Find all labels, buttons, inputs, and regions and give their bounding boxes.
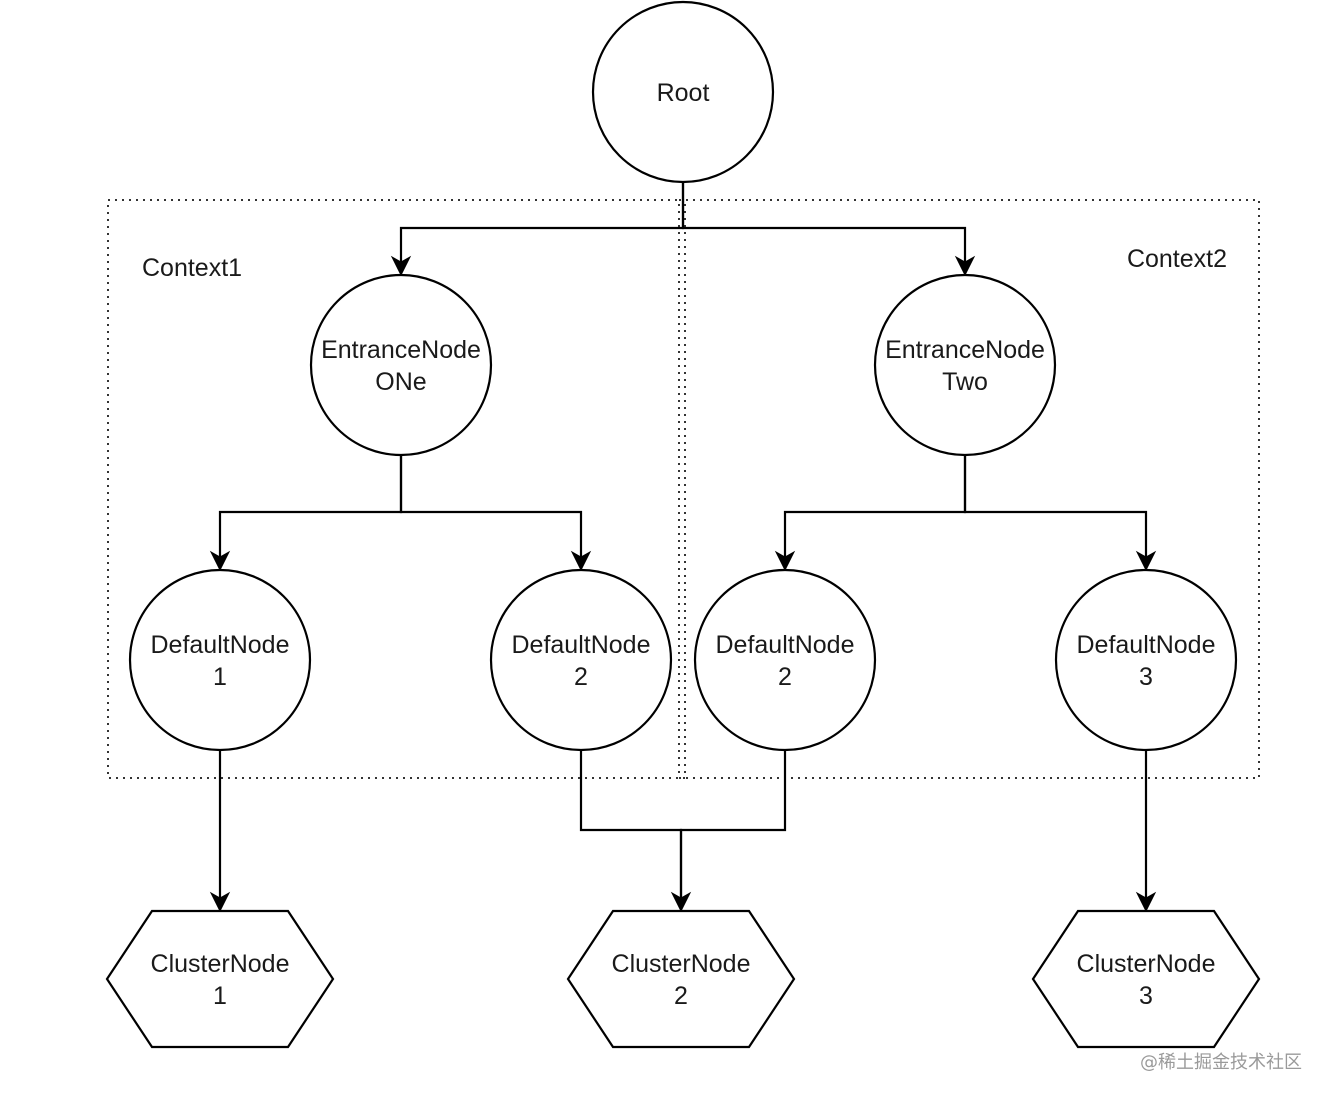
- node-label-line: 2: [574, 663, 588, 691]
- node-label-line: Two: [942, 368, 988, 396]
- edge-entrance_two-to-default_3: [963, 455, 1148, 558]
- edge-entrance_one-to-default_1: [218, 455, 403, 558]
- node-cluster-1: ClusterNode 1: [105, 909, 335, 1049]
- node-default-1: DefaultNode 1: [128, 568, 312, 752]
- node-label-line: EntranceNode: [885, 336, 1045, 364]
- node-label-line: DefaultNode: [716, 631, 855, 659]
- arrowhead-into-default_2_ctx2: [774, 550, 796, 572]
- node-circle: [1054, 568, 1238, 752]
- node-root: Root: [591, 0, 775, 184]
- node-label-line: EntranceNode: [321, 336, 481, 364]
- context2-boundary: [678, 199, 1260, 779]
- arrowhead-into-default_1: [209, 550, 231, 572]
- node-cluster-2: ClusterNode 2: [566, 909, 796, 1049]
- arrowhead-into-default_2_ctx1: [570, 550, 592, 572]
- node-label-line: DefaultNode: [512, 631, 651, 659]
- node-circle: [309, 273, 493, 457]
- node-label-line: 2: [778, 663, 792, 691]
- arrowhead-into-entrance_two: [954, 255, 976, 277]
- arrowhead-into-entrance_one: [390, 255, 412, 277]
- edge-entrance_one-to-default_2_ctx1: [399, 455, 583, 558]
- edge-root-to-entrance_two: [681, 182, 967, 263]
- edge-default_2_ctx2-to-cluster_2: [679, 750, 787, 899]
- arrowhead-into-cluster_1: [209, 891, 231, 913]
- context2-label: Context2: [1127, 245, 1227, 273]
- node-label-line: 2: [674, 982, 688, 1010]
- arrowhead-into-cluster_3: [1135, 891, 1157, 913]
- node-default-3: DefaultNode 3: [1054, 568, 1238, 752]
- node-label-line: ClusterNode: [151, 950, 290, 978]
- node-label-line: ClusterNode: [1077, 950, 1216, 978]
- edge-root-to-entrance_one: [399, 182, 685, 263]
- node-label-line: ClusterNode: [612, 950, 751, 978]
- context1-boundary: [107, 199, 686, 779]
- node-circle: [591, 0, 775, 184]
- node-layer: RootEntranceNodeONeEntranceNodeTwoDefaul…: [105, 0, 1261, 1049]
- edge-default_2_ctx1-to-cluster_2: [579, 750, 683, 899]
- arrowhead-into-default_3: [1135, 550, 1157, 572]
- node-label-line: 1: [213, 663, 227, 691]
- node-hexagon: [566, 909, 796, 1049]
- node-circle: [489, 568, 673, 752]
- context1-label: Context1: [142, 254, 242, 282]
- node-circle: [873, 273, 1057, 457]
- node-label-line: Root: [657, 79, 710, 107]
- edge-layer: [209, 182, 1157, 913]
- node-circle: [693, 568, 877, 752]
- watermark-text: @稀土掘金技术社区: [1140, 1052, 1302, 1073]
- node-label-line: 3: [1139, 663, 1153, 691]
- node-circle: [128, 568, 312, 752]
- node-label-line: 1: [213, 982, 227, 1010]
- node-label-line: DefaultNode: [1077, 631, 1216, 659]
- node-hexagon: [105, 909, 335, 1049]
- node-label-line: DefaultNode: [151, 631, 290, 659]
- node-cluster-3: ClusterNode 3: [1031, 909, 1261, 1049]
- context-layer: Context1 Context2: [107, 199, 1260, 779]
- node-label-line: ONe: [375, 368, 426, 396]
- node-default-2-ctx2: DefaultNode 2: [693, 568, 877, 752]
- edge-entrance_two-to-default_2_ctx2: [783, 455, 967, 558]
- node-default-2-ctx1: DefaultNode 2: [489, 568, 673, 752]
- node-label-line: 3: [1139, 982, 1153, 1010]
- node-hexagon: [1031, 909, 1261, 1049]
